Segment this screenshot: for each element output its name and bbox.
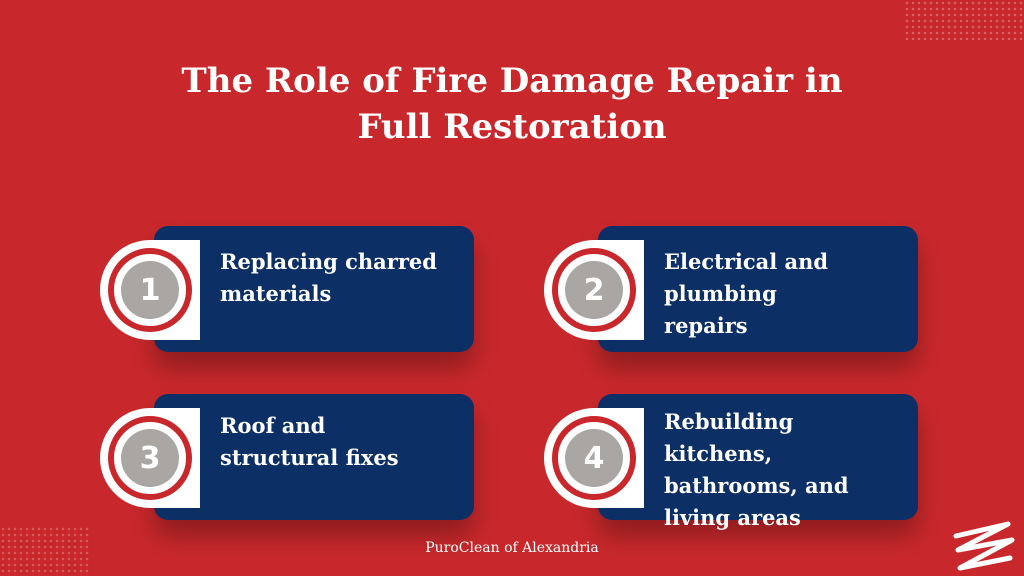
title-line-2: Full Restoration xyxy=(357,107,667,147)
badge-number: 3 xyxy=(121,429,179,487)
footer-brand: PuroClean of Alexandria xyxy=(425,540,599,556)
dot-pattern-icon xyxy=(0,526,90,576)
badge-number: 2 xyxy=(565,261,623,319)
number-badge: 3 xyxy=(104,412,196,504)
page-title: The Role of Fire Damage Repair in Full R… xyxy=(0,58,1024,150)
card-4: 4 Rebuilding kitchens, bathrooms, and li… xyxy=(544,394,918,530)
badge-ring: 1 xyxy=(108,248,192,332)
badge-number: 4 xyxy=(565,429,623,487)
number-badge: 2 xyxy=(548,244,640,336)
card-text: Roof and structural fixes xyxy=(220,413,399,470)
card-text: Replacing charred materials xyxy=(220,249,437,306)
scribble-icon xyxy=(953,521,1015,571)
dot-pattern-icon xyxy=(904,0,1024,40)
card-2: 2 Electrical and plumbing repairs xyxy=(544,226,918,352)
badge-ring: 3 xyxy=(108,416,192,500)
badge-ring: 4 xyxy=(552,416,636,500)
card-3: 3 Roof and structural fixes xyxy=(100,394,474,520)
badge-number: 1 xyxy=(121,261,179,319)
title-line-1: The Role of Fire Damage Repair in xyxy=(181,61,843,101)
card-text: Electrical and plumbing repairs xyxy=(664,249,829,338)
badge-ring: 2 xyxy=(552,248,636,332)
card-text: Rebuilding kitchens, bathrooms, and livi… xyxy=(664,409,849,530)
card-1: 1 Replacing charred materials xyxy=(100,226,474,352)
number-badge: 4 xyxy=(548,412,640,504)
number-badge: 1 xyxy=(104,244,196,336)
